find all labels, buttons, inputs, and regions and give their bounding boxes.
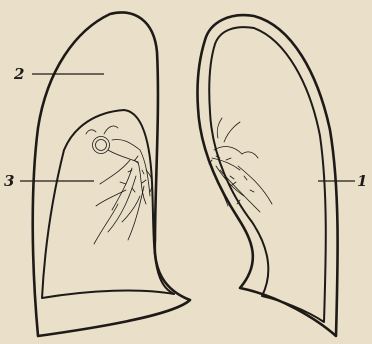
- label-2: 2: [13, 65, 24, 83]
- collapsed-lung-outline: [42, 110, 174, 298]
- left-hilum-focus: [86, 126, 152, 244]
- label-3: 3: [4, 172, 14, 190]
- right-hilum-vessels: [209, 118, 272, 212]
- right-lung-outer-outline: [197, 15, 337, 336]
- right-lung-pleural-line: [209, 27, 326, 322]
- label-1: 1: [357, 172, 367, 190]
